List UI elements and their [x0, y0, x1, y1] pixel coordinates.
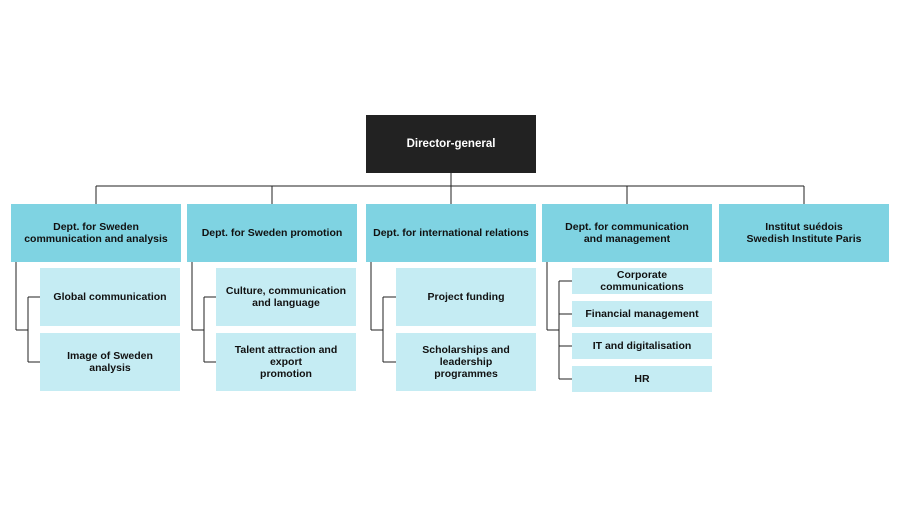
dept-communication-management: Dept. for communication and management: [542, 204, 712, 262]
unit-label: Project funding: [427, 291, 505, 303]
unit-label: Financial management: [585, 308, 699, 320]
unit-label: Corporate communications: [600, 269, 684, 293]
unit-hr: HR: [572, 366, 712, 392]
dept-international-relations: Dept. for international relations: [366, 204, 536, 262]
director-general-box: Director-general: [366, 115, 536, 173]
unit-scholarships-leadership: Scholarships and leadership programmes: [396, 333, 536, 391]
unit-image-of-sweden-analysis: Image of Sweden analysis: [40, 333, 180, 391]
unit-culture-communication-language: Culture, communication and language: [216, 268, 356, 326]
unit-label: Talent attraction and export promotion: [234, 344, 338, 380]
director-general-label: Director-general: [406, 138, 496, 150]
dept-label: Institut suédois Swedish Institute Paris: [746, 221, 862, 245]
dept-sweden-communication-analysis: Dept. for Sweden communication and analy…: [11, 204, 181, 262]
unit-talent-attraction-export: Talent attraction and export promotion: [216, 333, 356, 391]
unit-project-funding: Project funding: [396, 268, 536, 326]
unit-label: Scholarships and leadership programmes: [422, 344, 510, 380]
unit-corporate-communications: Corporate communications: [572, 268, 712, 294]
unit-label: Culture, communication and language: [225, 285, 347, 309]
dept-label: Dept. for communication and management: [565, 221, 689, 245]
institut-suedois-paris: Institut suédois Swedish Institute Paris: [719, 204, 889, 262]
unit-financial-management: Financial management: [572, 301, 712, 327]
dept-sweden-promotion: Dept. for Sweden promotion: [187, 204, 357, 262]
unit-label: IT and digitalisation: [592, 340, 692, 352]
dept-label: Dept. for Sweden promotion: [201, 227, 343, 239]
unit-label: Global communication: [53, 291, 167, 303]
unit-label: HR: [634, 373, 650, 385]
dept-label: Dept. for international relations: [373, 227, 529, 239]
unit-global-communication: Global communication: [40, 268, 180, 326]
dept-label: Dept. for Sweden communication and analy…: [24, 221, 168, 245]
unit-label: Image of Sweden analysis: [67, 350, 153, 374]
unit-it-digitalisation: IT and digitalisation: [572, 333, 712, 359]
